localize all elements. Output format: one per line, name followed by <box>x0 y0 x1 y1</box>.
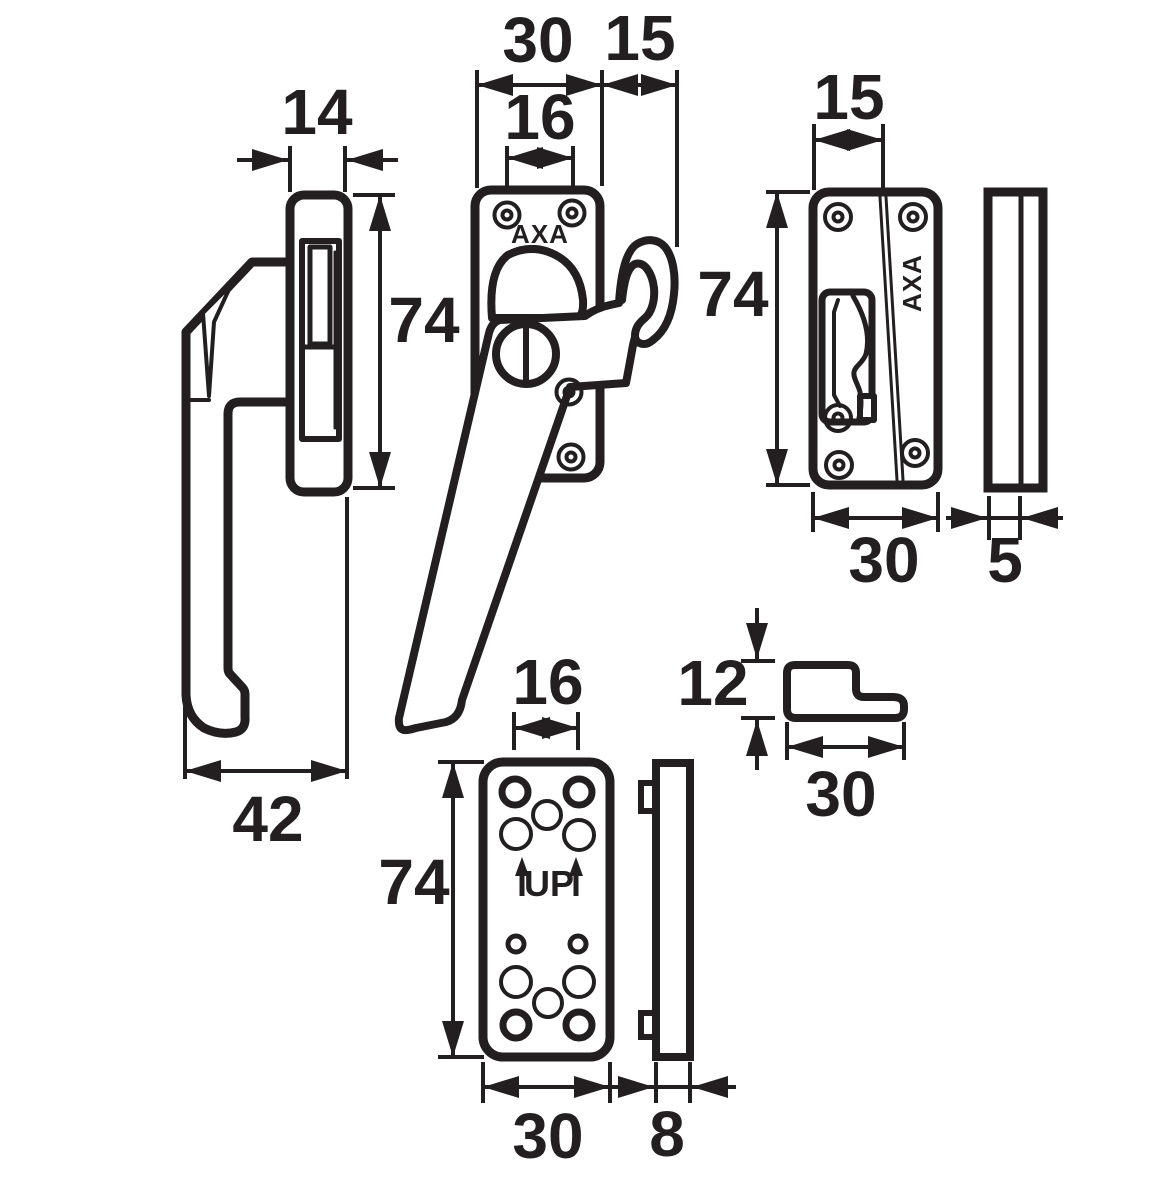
up-marking: UP <box>524 863 574 904</box>
corner-hole <box>498 775 532 809</box>
dim-keeper-height: 74 <box>697 258 769 330</box>
up-arrows <box>515 857 583 896</box>
dimension-lines <box>183 70 1063 1103</box>
round-hole <box>499 965 533 999</box>
round-hole <box>499 817 533 851</box>
brand-logo-front: AXA <box>511 219 569 249</box>
dim-striker-screw-spacing: 16 <box>512 646 583 718</box>
up-arrow-icon <box>569 857 583 876</box>
dim-side-depth: 42 <box>232 783 303 855</box>
handle-side-view <box>181 190 353 738</box>
dim-side-height: 74 <box>388 284 460 356</box>
brand-logo-keeper: AXA <box>897 254 927 312</box>
dim-wedge-height: 12 <box>677 647 748 719</box>
small-hole <box>505 933 527 955</box>
striker-side-view <box>638 759 694 1061</box>
keeper-fold-line <box>884 195 905 482</box>
keeper-latch-spring <box>850 293 870 421</box>
dim-keeper-latch-offset: 15 <box>813 61 884 133</box>
dim-wedge-width: 30 <box>805 758 876 830</box>
round-hole <box>531 799 563 831</box>
keeper-side-view <box>983 187 1048 493</box>
handle-front-arm-grip <box>394 236 679 735</box>
dim-front-plate-width: 30 <box>502 4 573 76</box>
dim-keeper-thickness: 5 <box>987 524 1023 596</box>
striker-bar <box>652 759 694 1061</box>
striker-front-view <box>478 757 615 1062</box>
up-arrow-icon <box>515 857 529 876</box>
handle-front-view <box>394 185 679 735</box>
striker-holes <box>498 775 596 1042</box>
dim-front-hook-offset: 15 <box>604 2 675 74</box>
handle-side-body <box>181 257 299 738</box>
keeper-fold-line <box>878 195 899 482</box>
corner-hole <box>499 1008 533 1042</box>
wedge-body <box>783 661 908 722</box>
screw-hole <box>554 377 586 472</box>
round-hole <box>562 818 596 852</box>
screw-hole <box>823 202 930 480</box>
round-hole <box>562 965 596 999</box>
handle-front-dome <box>487 245 588 322</box>
screw-hole <box>492 198 587 230</box>
dim-keeper-width: 30 <box>848 524 919 596</box>
wedge-view <box>783 661 908 722</box>
keeper-strip <box>983 187 1048 493</box>
corner-hole <box>562 1008 596 1042</box>
dim-striker-thickness: 8 <box>649 1098 685 1170</box>
handle-side-slot-inner <box>307 244 333 347</box>
corner-hole <box>562 775 596 809</box>
handle-side-crease <box>201 283 233 398</box>
keeper-front-view <box>808 187 943 490</box>
dimension-labels: 30 15 16 14 74 74 15 30 5 42 12 30 16 74… <box>232 2 1022 1172</box>
handle-front-hook-inner <box>618 259 659 340</box>
dim-striker-height: 74 <box>378 846 450 918</box>
round-hole <box>532 987 564 1019</box>
keeper-slot-wall <box>832 298 842 408</box>
striker-plate <box>478 757 615 1062</box>
small-hole <box>567 933 589 955</box>
dim-side-width: 14 <box>281 76 353 148</box>
dim-front-screw-spacing: 16 <box>504 81 575 153</box>
dim-striker-width: 30 <box>512 1100 583 1172</box>
